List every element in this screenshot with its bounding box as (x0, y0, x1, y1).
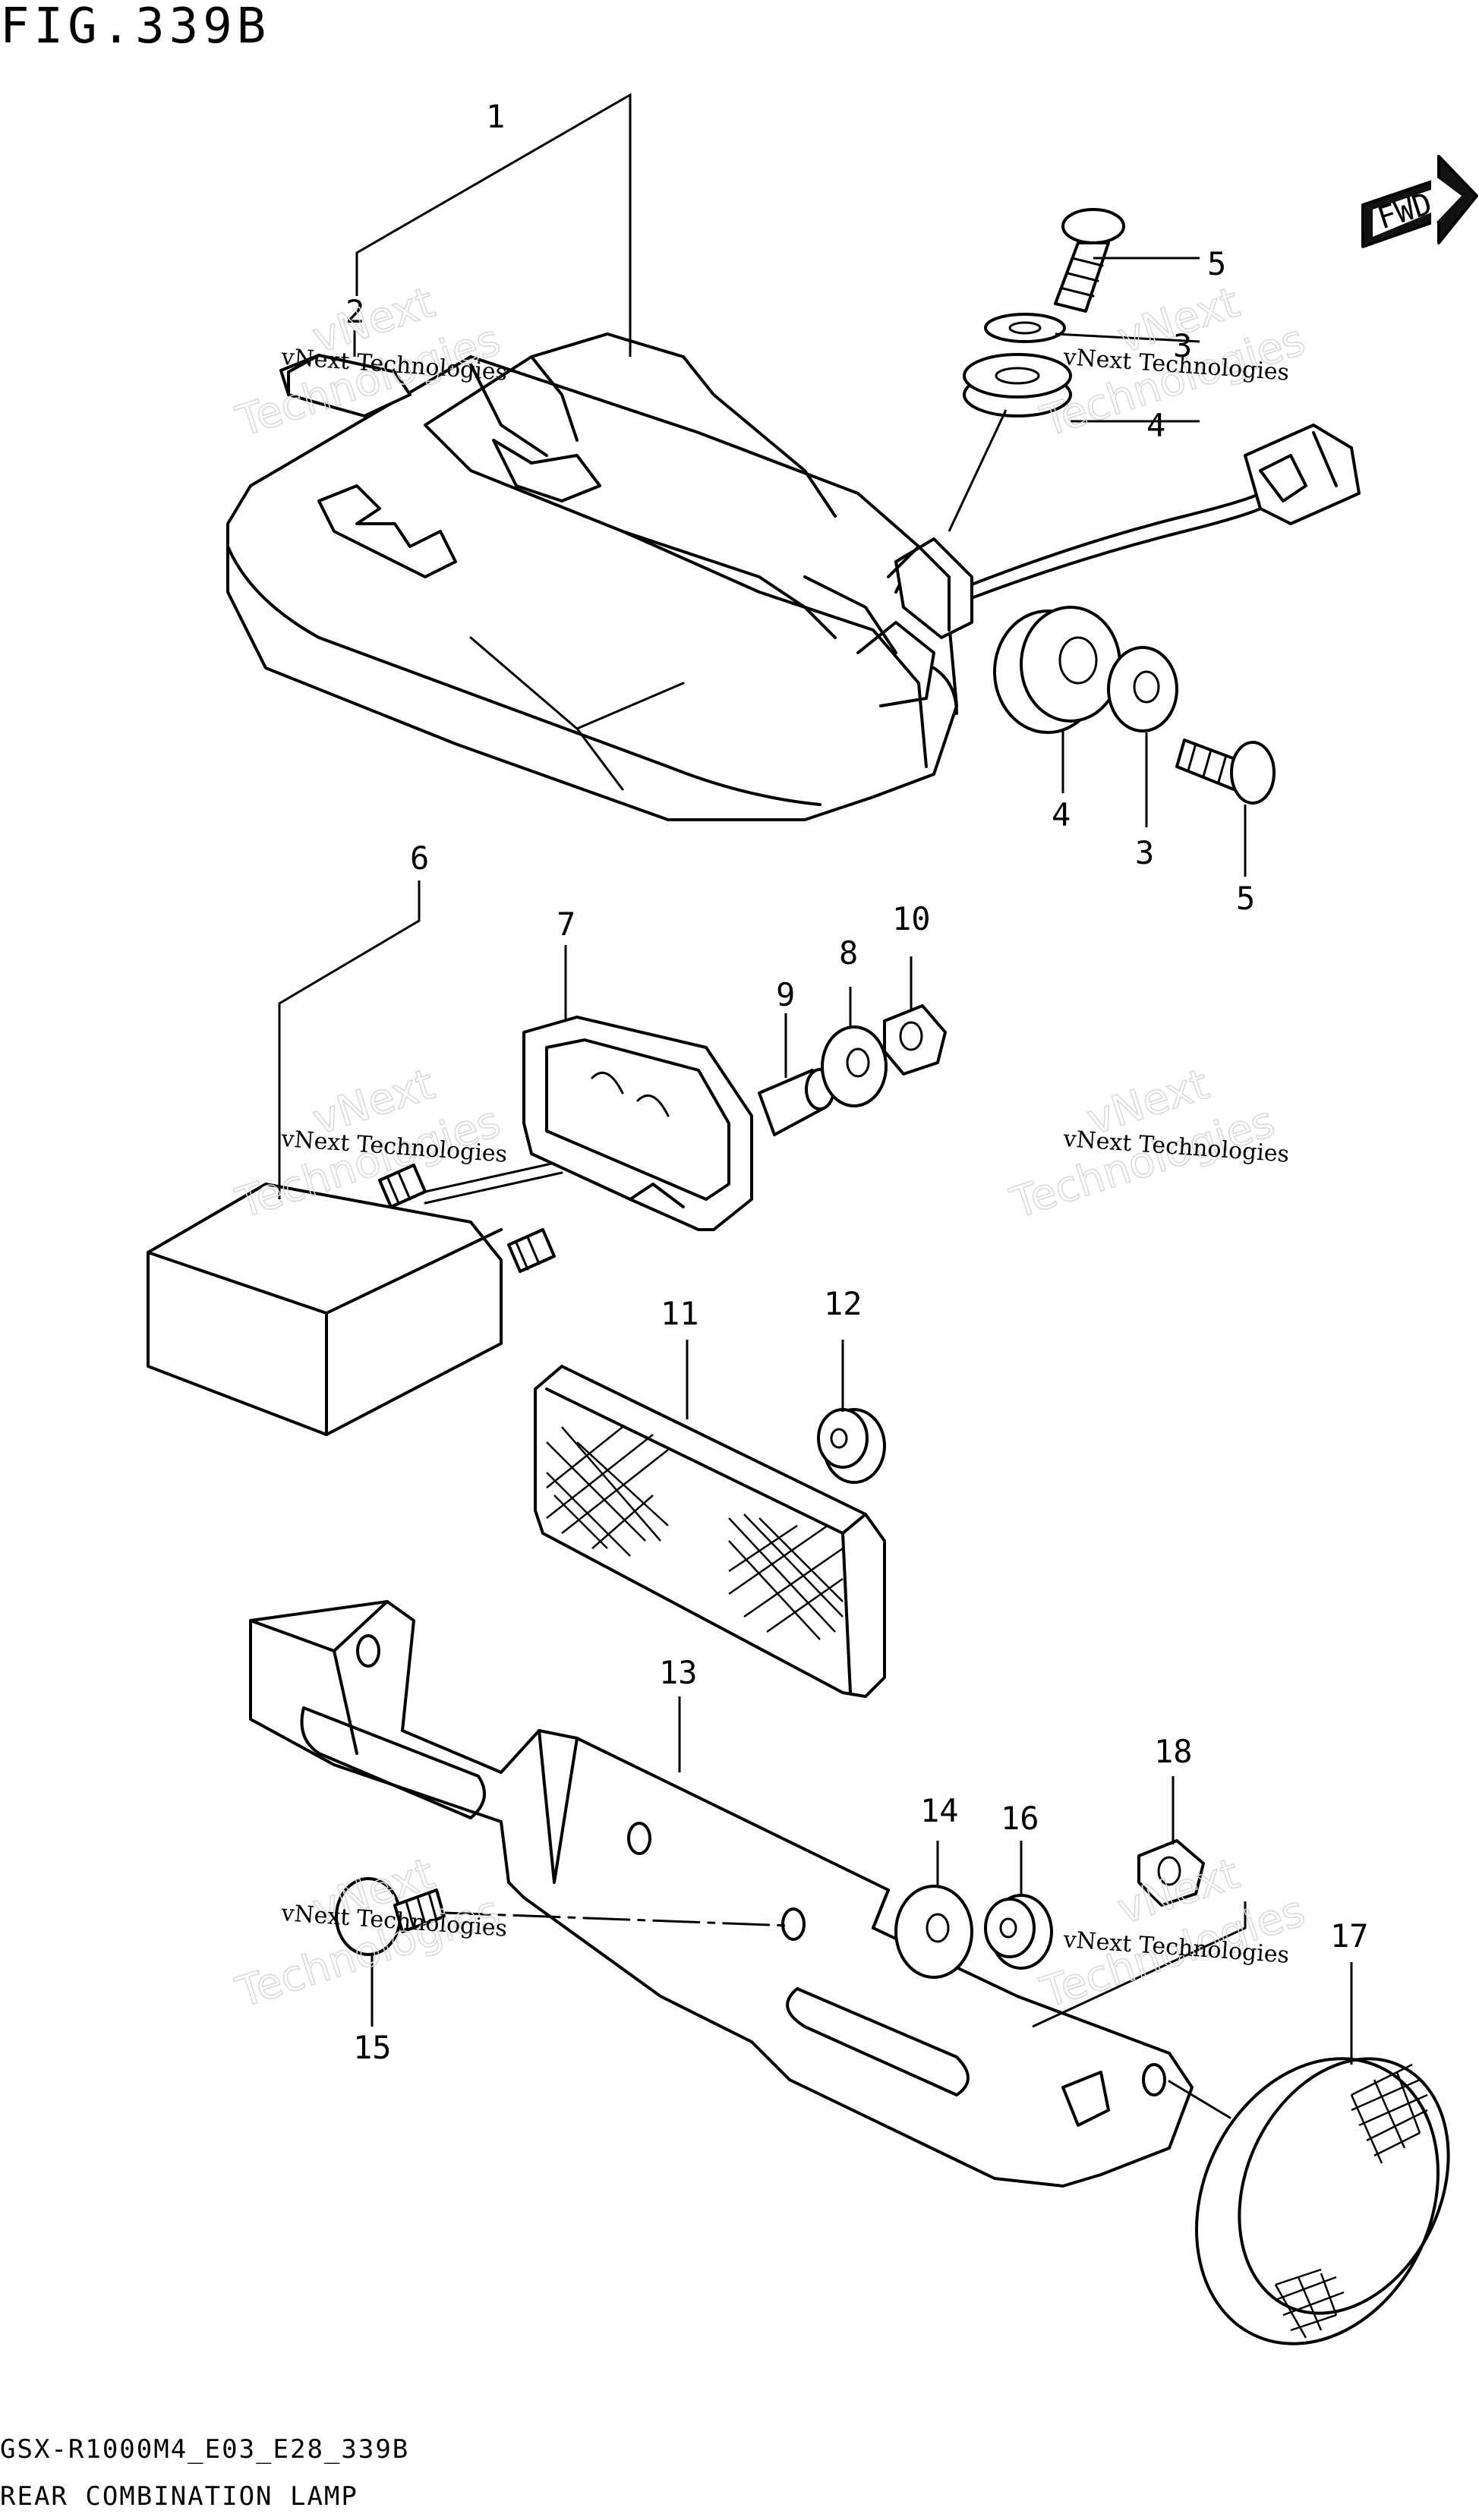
watermark-6: vNext Technologies vNext Technologies (1035, 1848, 1312, 2018)
callout-17: 17 (1330, 1917, 1369, 1955)
part-5-screw-upper (1054, 208, 1125, 313)
callout-1: 1 (486, 98, 505, 135)
part-6-license-lamp (147, 1160, 563, 1436)
part-18-nut (1137, 1839, 1205, 1907)
watermark-5: vNext Technologies vNext Technologies (230, 1848, 509, 2018)
callout-10: 10 (892, 900, 931, 937)
part-8-washer (821, 1025, 888, 1107)
part-2-bulb-socket (279, 354, 412, 417)
part-14-washer (894, 1885, 973, 1979)
callout-2: 2 (345, 293, 364, 330)
part-15-bolt (335, 1877, 446, 1956)
part-3-washer-upper (984, 313, 1066, 343)
part-5-screw-lower (1175, 739, 1276, 805)
callout-16: 16 (1001, 1800, 1039, 1837)
callout-11: 11 (661, 1295, 699, 1332)
part-11-reflector (534, 1365, 886, 1698)
fwd-label: FWD (1373, 186, 1436, 236)
part-1-rear-combination-lamp (226, 332, 1361, 821)
part-7-gasket (522, 1016, 753, 1231)
callout-7: 7 (557, 906, 576, 943)
part-4-grommet-lower (993, 606, 1121, 734)
callout-5-upper: 5 (1207, 245, 1226, 282)
wire-connector (1244, 424, 1361, 525)
part-13-license-bracket (249, 1600, 1194, 2188)
figure-caption: REAR COMBINATION LAMP (0, 2481, 358, 2512)
callout-13: 13 (659, 1654, 698, 1691)
callout-8: 8 (839, 934, 858, 972)
part-4-grommet-upper (963, 353, 1072, 417)
callout-15: 15 (353, 2029, 392, 2066)
watermark-4: vNext Technologies vNext Technologies (1004, 1059, 1291, 1229)
model-code: GSX-R1000M4_E03_E28_339B (0, 2434, 409, 2465)
callout-3-upper: 3 (1173, 327, 1192, 364)
callout-6: 6 (410, 839, 429, 877)
figure-title: FIG.339B (0, 0, 270, 55)
callout-4-lower: 4 (1052, 796, 1071, 833)
part-3-washer-lower (1107, 646, 1178, 732)
callout-4-upper: 4 (1146, 407, 1165, 444)
callout-18: 18 (1154, 1733, 1193, 1770)
fwd-arrow-icon: FWD (1361, 155, 1478, 248)
callout-5-lower: 5 (1236, 880, 1255, 917)
callout-9: 9 (776, 976, 795, 1013)
callout-14: 14 (920, 1792, 959, 1829)
part-16-nut (984, 1894, 1053, 1970)
part-10-nut (883, 1004, 947, 1076)
callout-3-lower: 3 (1135, 834, 1154, 871)
callout-12: 12 (824, 1285, 862, 1322)
part-17-rear-reflector (1195, 2057, 1450, 2345)
part-12-nut (817, 1408, 886, 1484)
